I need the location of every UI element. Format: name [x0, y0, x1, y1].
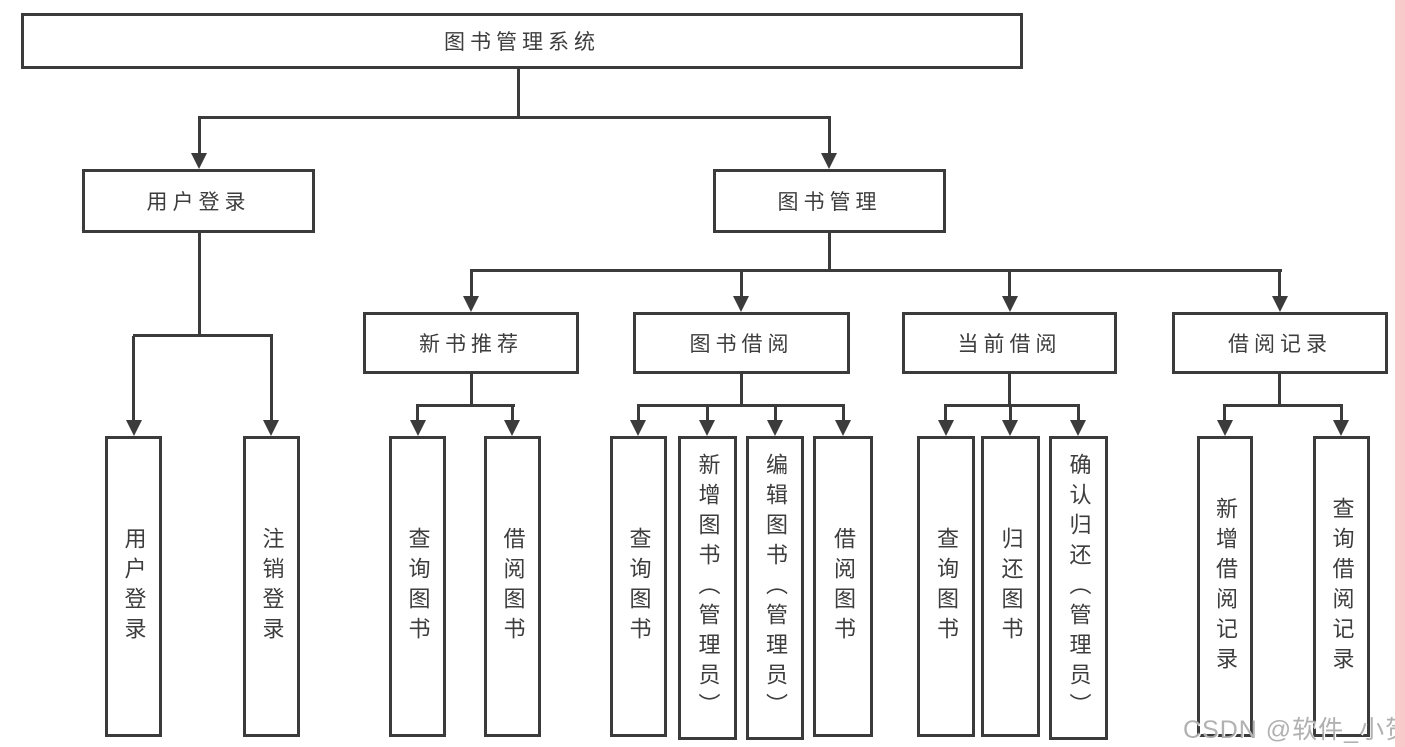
leaf-borrow-edit-books-admin: 编辑图书（管理员） [746, 436, 804, 740]
connector-line [1278, 374, 1281, 406]
leaf-borrow-borrow-books: 借阅图书 [813, 436, 873, 737]
leaf-logout: 注销登录 [243, 436, 300, 737]
connector-line [1223, 406, 1226, 420]
connector-line [1223, 404, 1343, 407]
connector-line [1077, 406, 1080, 420]
node-book-borrowing: 图书借阅 [633, 312, 850, 374]
arrow-down-icon [191, 153, 207, 169]
connector-line [133, 334, 273, 337]
leaf-records-query-record: 查询借阅记录 [1313, 436, 1370, 737]
arrow-down-icon [126, 420, 142, 436]
arrow-down-icon [767, 420, 783, 436]
connector-line [1008, 374, 1011, 406]
connector-line [517, 69, 520, 117]
arrow-down-icon [938, 420, 954, 436]
connector-line [740, 374, 743, 406]
arrow-down-icon [463, 296, 479, 312]
connector-line [944, 404, 1080, 407]
arrow-down-icon [504, 420, 520, 436]
leaf-newbooks-borrow-books: 借阅图书 [484, 436, 541, 737]
connector-line [828, 233, 831, 272]
arrow-down-icon [821, 153, 837, 169]
connector-line [132, 336, 135, 420]
node-borrowing-records: 借阅记录 [1172, 312, 1388, 374]
leaf-borrow-add-books-admin: 新增图书（管理员） [678, 436, 737, 740]
arrow-down-icon [1217, 420, 1233, 436]
connector-line [470, 270, 473, 296]
connector-line [842, 406, 845, 420]
arrow-down-icon [410, 420, 426, 436]
node-book-management: 图书管理 [713, 169, 946, 233]
connector-line [511, 406, 514, 420]
connector-line [1340, 406, 1343, 420]
leaf-current-confirm-return-admin: 确认归还（管理员） [1049, 436, 1108, 740]
connector-line [198, 116, 831, 119]
arrow-down-icon [1333, 420, 1349, 436]
connector-line [828, 117, 831, 153]
connector-line [774, 406, 777, 420]
connector-line [198, 117, 201, 153]
connector-line [270, 336, 273, 420]
connector-line [706, 406, 709, 420]
arrow-down-icon [733, 296, 749, 312]
connector-line [470, 374, 473, 406]
arrow-down-icon [835, 420, 851, 436]
connector-line [198, 233, 201, 336]
leaf-current-query-books: 查询图书 [917, 436, 975, 737]
connector-line [1008, 270, 1011, 296]
arrow-down-icon [1002, 420, 1018, 436]
leaf-current-return-books: 归还图书 [981, 436, 1040, 737]
arrow-down-icon [263, 420, 279, 436]
arrow-down-icon [1002, 296, 1018, 312]
connector-line [416, 406, 419, 420]
arrow-down-icon [1272, 296, 1288, 312]
node-user-login: 用户登录 [82, 169, 315, 233]
node-new-book-recommend: 新书推荐 [363, 312, 579, 374]
connector-line [416, 404, 515, 407]
node-root-library-system: 图书管理系统 [21, 13, 1023, 69]
leaf-records-add-record: 新增借阅记录 [1197, 436, 1253, 737]
connector-line [470, 269, 1282, 272]
connector-line [740, 270, 743, 296]
csdn-watermark: CSDN @软件_小贺同学 [1183, 716, 1405, 744]
right-edge-strip [1395, 0, 1405, 747]
connector-line [637, 404, 845, 407]
arrow-down-icon [699, 420, 715, 436]
arrow-down-icon [1070, 420, 1086, 436]
leaf-newbooks-query-books: 查询图书 [389, 436, 446, 737]
connector-line [637, 406, 640, 420]
connector-line [944, 406, 947, 420]
leaf-user-login: 用户登录 [105, 436, 162, 737]
node-current-borrowing: 当前借阅 [902, 312, 1117, 374]
connector-line [1009, 406, 1012, 420]
leaf-borrow-query-books: 查询图书 [610, 436, 667, 737]
arrow-down-icon [630, 420, 646, 436]
connector-line [1278, 270, 1281, 296]
